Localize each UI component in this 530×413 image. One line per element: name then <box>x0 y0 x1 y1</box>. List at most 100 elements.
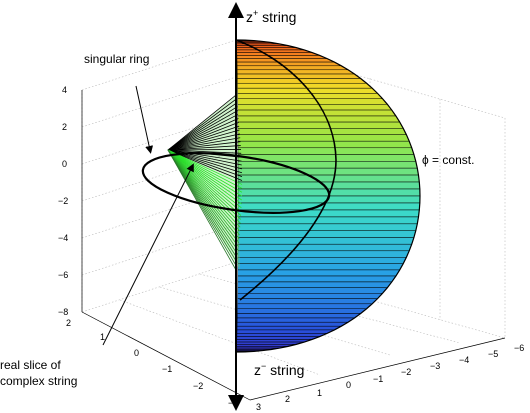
singular-ring <box>141 152 331 214</box>
surface-strip <box>237 109 397 117</box>
surface-strip <box>236 336 320 340</box>
cone-ruling <box>167 149 238 255</box>
cone-ruling <box>167 149 240 236</box>
surface-strip <box>236 65 349 71</box>
cone-ruling <box>167 149 237 271</box>
surface-strip <box>237 167 419 176</box>
surface-strip <box>237 243 413 252</box>
surface-strip <box>237 115 401 123</box>
phi-const-label: ϕ = const. <box>422 153 474 167</box>
real-slice-label-line2: complex string <box>0 374 77 388</box>
surface-strip <box>237 134 410 142</box>
surface-strip <box>236 317 356 323</box>
bottom-axis-ticks: 3 2 1 0 −1 −2 −3 −4 −5 −6 <box>256 343 524 412</box>
surface-strip <box>236 341 305 345</box>
surface-strip <box>237 303 373 310</box>
btick-5: −2 <box>401 367 411 377</box>
surface-strip <box>237 263 404 271</box>
cone-ruling <box>167 149 239 247</box>
phi-const-surface <box>235 39 421 353</box>
surface-strip <box>237 269 401 277</box>
cone-ruling <box>167 149 241 151</box>
z-minus-label: z− string <box>254 361 304 378</box>
btick-0: 3 <box>256 402 261 412</box>
surface-strip <box>236 47 305 51</box>
cone-ruling <box>167 149 242 205</box>
surface-strip <box>236 69 356 75</box>
surface-strip <box>237 230 417 238</box>
cone-ruling <box>167 110 238 151</box>
cone-ruling <box>167 102 238 151</box>
singular-ring-label: singular ring <box>84 52 149 66</box>
cone-ruling <box>167 149 241 232</box>
complex-string-cone <box>167 94 243 271</box>
vertical-axis-ticks: 4 2 0 −2 −4 −6 −8 <box>58 85 68 317</box>
vtick-2: 0 <box>62 159 67 169</box>
cone-ruling <box>167 149 240 244</box>
left-depth-axis-ticks: 2 1 0 −1 −2 −3 <box>66 318 238 408</box>
cone-ruling <box>167 149 242 220</box>
surface-strip <box>237 98 388 105</box>
cone-ruling <box>167 149 243 189</box>
surface-strip <box>237 104 393 111</box>
real-slice-arrow <box>102 163 194 346</box>
vtick-4: −4 <box>58 233 68 243</box>
surface-strip <box>236 55 328 59</box>
surface-strip <box>237 147 415 155</box>
cone-ruling <box>167 149 239 251</box>
cone-ruling <box>167 149 243 185</box>
cone-ruling <box>167 149 240 240</box>
surface-strip <box>237 174 420 183</box>
cone-ruling <box>167 149 242 154</box>
surface-strip <box>236 58 335 63</box>
vtick-1: 2 <box>62 122 67 132</box>
cone-ruling <box>167 106 238 151</box>
ltick-1: 1 <box>100 332 105 342</box>
cone-ruling <box>167 149 242 201</box>
cone-ruling <box>167 149 243 181</box>
cone-ruling <box>167 149 241 228</box>
ltick-2: 0 <box>134 348 139 358</box>
cone-ruling <box>167 125 240 151</box>
surface-outer-edge <box>235 39 421 353</box>
surface-strip <box>236 52 320 56</box>
cone-ruling <box>167 94 237 151</box>
real-slice-label-line1: real slice of <box>0 358 61 372</box>
surface-strip <box>237 181 421 190</box>
ltick-3: −1 <box>162 364 172 374</box>
cone-ruling <box>167 149 242 216</box>
cone-ruling <box>167 133 240 151</box>
cone-ruling <box>167 145 241 151</box>
vtick-3: −2 <box>58 196 68 206</box>
cone-ruling <box>167 98 237 151</box>
cone-ruling <box>167 149 242 209</box>
btick-9: −6 <box>514 343 524 353</box>
surface-strip <box>237 287 388 294</box>
btick-2: 1 <box>317 388 322 398</box>
cone-ruling <box>167 129 240 151</box>
cone-ruling <box>167 149 243 193</box>
surface-strip <box>236 339 313 343</box>
surface-strip <box>237 308 368 314</box>
surface-strip <box>236 49 313 53</box>
surface-strip <box>236 73 362 79</box>
surface-strip <box>236 61 342 67</box>
surface-strip <box>236 329 335 334</box>
surface-strip <box>236 325 342 331</box>
surface-strip <box>237 223 418 231</box>
singular-ring-arrow <box>135 85 154 154</box>
btick-1: 2 <box>285 394 290 404</box>
surface-strip <box>237 293 384 299</box>
vtick-5: −6 <box>58 270 68 280</box>
surface-strip <box>237 202 421 211</box>
vtick-6: −8 <box>58 307 68 317</box>
surface-strip <box>237 140 413 149</box>
surface-strip <box>237 161 418 169</box>
cone-ruling <box>167 114 239 151</box>
surface-strip <box>237 257 407 264</box>
cone-ruling <box>167 121 239 151</box>
z-plus-label: z+ string <box>246 8 296 25</box>
vtick-0: 4 <box>62 85 67 95</box>
